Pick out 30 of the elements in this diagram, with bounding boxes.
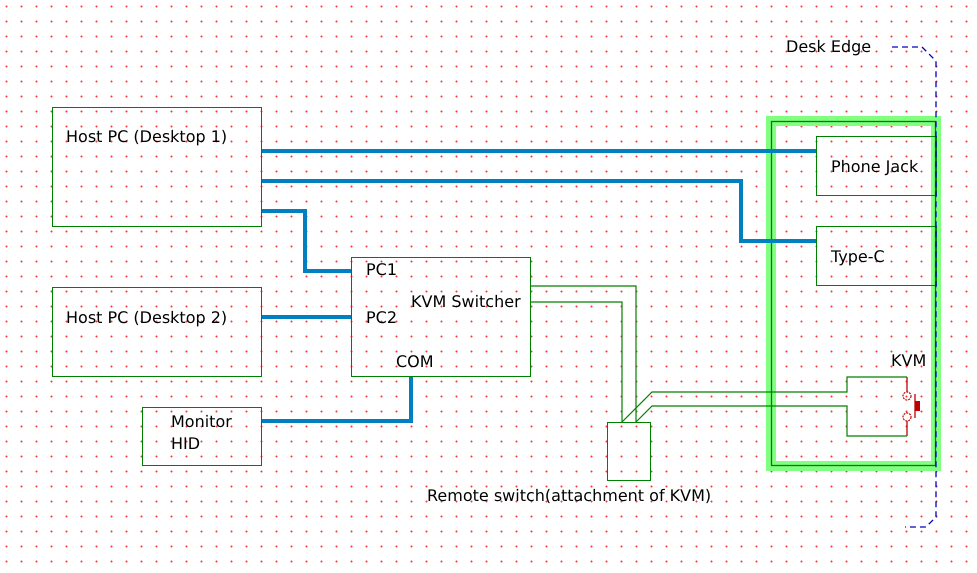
cable-line — [262, 377, 413, 423]
node-label: PC1 — [366, 260, 397, 280]
computer-box — [52, 287, 262, 377]
cable-line — [262, 315, 351, 319]
node-label: Monitor HID — [171, 411, 233, 455]
remote-switch-box — [607, 422, 651, 481]
port-box — [816, 136, 937, 196]
kvm-switcher-box — [351, 257, 531, 377]
wire-line — [531, 285, 637, 422]
push-button-switch — [902, 377, 921, 436]
node-label: PC2 — [366, 308, 397, 328]
node-label: Host PC (Desktop 1) — [66, 127, 228, 147]
node-caption: Remote switch(attachment of KVM) — [427, 486, 712, 506]
cable-line — [262, 179, 816, 243]
desk-panel-frame — [766, 116, 941, 471]
node-label: Host PC (Desktop 2) — [66, 308, 228, 328]
computer-box — [52, 107, 262, 227]
node-label: COM — [396, 352, 434, 372]
port-box — [816, 226, 937, 286]
wire-line — [636, 405, 907, 437]
cable-line — [262, 149, 816, 153]
node-label: Phone Jack — [831, 157, 918, 177]
device-box — [142, 407, 262, 466]
wire-line — [622, 376, 907, 422]
node-caption: KVM — [891, 351, 926, 371]
annotation-label: Desk Edge — [786, 37, 872, 57]
cable-line — [262, 209, 351, 273]
wire-line — [531, 301, 623, 422]
node-label: Type-C — [831, 247, 885, 267]
node-label: KVM Switcher — [411, 292, 521, 312]
